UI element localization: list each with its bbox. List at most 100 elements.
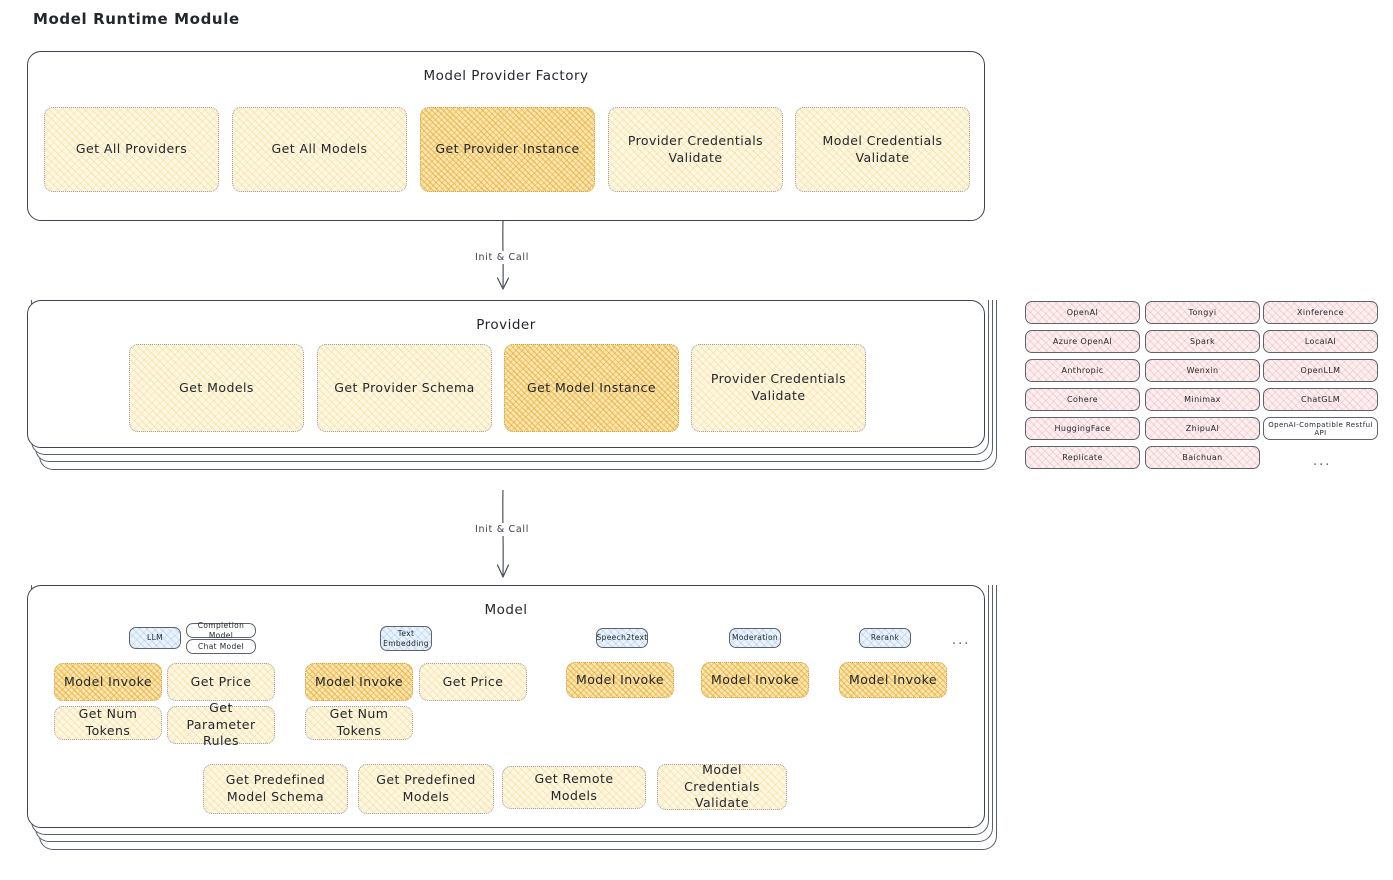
provider-chip-chatglm[interactable]: ChatGLM [1263, 388, 1378, 411]
provider-chip-label: ChatGLM [1300, 395, 1341, 404]
provider-chip-label: Baichuan [1182, 453, 1223, 462]
node-label: Provider Credentials Validate [710, 371, 847, 403]
node-model-credentials-validate-factory[interactable]: Model Credentials Validate [795, 107, 970, 192]
provider-chip-openai-compatible-restful-api[interactable]: OpenAI-Compatible Restful API [1263, 417, 1378, 440]
panel-title-provider: Provider [476, 317, 536, 333]
node-label: Get Remote Models [534, 770, 614, 803]
provider-chip-label: OpenAI-Compatible Restful API [1268, 420, 1373, 437]
node-get-predefined-model-schema[interactable]: Get Predefined Model Schema [203, 764, 348, 814]
node-get-remote-models[interactable]: Get Remote Models [502, 766, 646, 809]
provider-chip-label: Anthropic [1061, 366, 1104, 375]
node-label: Model Credentials Validate [822, 132, 943, 165]
node-get-provider-instance[interactable]: Get Provider Instance [420, 107, 595, 192]
node-get-model-instance[interactable]: Get Model Instance [504, 344, 679, 432]
connector-provider-to-model [492, 490, 514, 584]
node-moderation-model-invoke[interactable]: Model Invoke [701, 662, 809, 698]
node-speech2text-model-invoke[interactable]: Model Invoke [566, 662, 674, 698]
model-sub-badge-completion-model[interactable]: Completion Model [186, 621, 256, 640]
provider-chip-azure-openai[interactable]: Azure OpenAI [1025, 330, 1140, 353]
provider-chip-label: Spark [1190, 337, 1215, 346]
model-type-badge-moderation[interactable]: Moderation [729, 628, 781, 648]
node-label: Get Num Tokens [329, 706, 389, 738]
provider-chip-tongyi[interactable]: Tongyi [1145, 301, 1260, 324]
provider-chip-label: Tongyi [1188, 308, 1217, 317]
node-provider-credentials-validate[interactable]: Provider Credentials Validate [691, 344, 866, 432]
node-label: Get Parameter Rules [186, 699, 256, 749]
node-label: Get All Providers [75, 141, 188, 157]
model-type-badge-rerank[interactable]: Rerank [859, 628, 911, 648]
node-label: Get Provider Schema [334, 379, 475, 395]
node-llm-get-parameter-rules[interactable]: Get Parameter Rules [167, 700, 275, 748]
provider-chip-label: Wenxin [1186, 366, 1219, 375]
node-label: Get All Models [271, 141, 368, 157]
node-label: Get Model Instance [526, 379, 657, 395]
badge-label: Chat Model [198, 641, 244, 651]
node-label: Model Invoke [848, 671, 938, 687]
node-model-credentials-validate[interactable]: Model Credentials Validate [657, 761, 787, 811]
node-label: Get Provider Instance [435, 141, 580, 157]
panel-title-model: Model [484, 602, 528, 618]
node-label: Get Price [442, 673, 504, 689]
provider-chip-label: Azure OpenAI [1052, 337, 1113, 346]
node-text-embedding-model-invoke[interactable]: Model Invoke [305, 663, 413, 701]
provider-chip-openllm[interactable]: OpenLLM [1263, 359, 1378, 382]
badge-label: Rerank [870, 633, 900, 643]
provider-chip-label: LocalAI [1304, 337, 1337, 346]
connector-label-init-and-call-2: Init & Call [471, 523, 534, 536]
badge-label: Moderation [732, 633, 778, 643]
provider-chip-baichuan[interactable]: Baichuan [1145, 446, 1260, 469]
provider-chip-label: Cohere [1067, 395, 1098, 404]
node-get-all-models[interactable]: Get All Models [232, 107, 407, 192]
provider-chip-anthropic[interactable]: Anthropic [1025, 359, 1140, 382]
badge-label: LLM [147, 633, 163, 643]
model-types-ellipsis: ... [952, 633, 971, 648]
node-text-embedding-get-price[interactable]: Get Price [419, 663, 527, 701]
connector-label-init-and-call-1: Init & Call [471, 251, 534, 264]
node-label: Get Models [179, 379, 254, 395]
node-llm-get-num-tokens[interactable]: Get Num Tokens [54, 706, 162, 740]
provider-chip-label: OpenAI [1066, 308, 1099, 317]
provider-chip-openai[interactable]: OpenAI [1025, 301, 1140, 324]
node-get-all-providers[interactable]: Get All Providers [44, 107, 219, 192]
badge-label: Speech2text [596, 633, 648, 643]
provider-chip-replicate[interactable]: Replicate [1025, 446, 1140, 469]
model-type-badge-llm[interactable]: LLM [129, 627, 181, 649]
node-label: Model Invoke [710, 671, 800, 687]
provider-chip-label: Minimax [1184, 395, 1221, 404]
provider-chip-spark[interactable]: Spark [1145, 330, 1260, 353]
model-type-badge-text-embedding[interactable]: Text Embedding [380, 626, 432, 651]
node-label: Get Price [190, 673, 252, 689]
badge-label: Text Embedding [383, 629, 429, 648]
provider-chip-minimax[interactable]: Minimax [1145, 388, 1260, 411]
provider-chip-xinference[interactable]: Xinference [1263, 301, 1378, 324]
provider-chip-label: ZhipuAI [1185, 424, 1220, 433]
node-provider-credentials-validate-factory[interactable]: Provider Credentials Validate [608, 107, 783, 192]
node-label: Model Invoke [63, 673, 153, 689]
node-label: Provider Credentials Validate [627, 132, 764, 165]
node-text-embedding-get-num-tokens[interactable]: Get Num Tokens [305, 706, 413, 740]
provider-chip-localai[interactable]: LocalAI [1263, 330, 1378, 353]
node-label: Get Predefined Models [376, 772, 476, 804]
node-label: Get Num Tokens [78, 706, 138, 738]
model-type-badge-speech2text[interactable]: Speech2text [596, 628, 648, 648]
provider-chip-label: Xinference [1297, 308, 1344, 317]
node-label: Model Invoke [314, 673, 404, 689]
provider-list-ellipsis: ... [1313, 454, 1332, 469]
node-get-models[interactable]: Get Models [129, 344, 304, 432]
provider-chip-label: HuggingFace [1054, 424, 1111, 433]
provider-chip-wenxin[interactable]: Wenxin [1145, 359, 1260, 382]
provider-chip-cohere[interactable]: Cohere [1025, 388, 1140, 411]
provider-chip-huggingface[interactable]: HuggingFace [1025, 417, 1140, 440]
panel-title-model-provider-factory: Model Provider Factory [423, 68, 589, 84]
provider-chip-zhipuai[interactable]: ZhipuAI [1145, 417, 1260, 440]
node-get-provider-schema[interactable]: Get Provider Schema [317, 344, 492, 432]
node-llm-model-invoke[interactable]: Model Invoke [54, 663, 162, 701]
node-label: Model Invoke [575, 671, 665, 687]
node-get-predefined-models[interactable]: Get Predefined Models [358, 764, 494, 814]
node-rerank-model-invoke[interactable]: Model Invoke [839, 662, 947, 698]
node-label: Get Predefined Model Schema [225, 772, 326, 804]
model-sub-badge-chat-model[interactable]: Chat Model [186, 639, 256, 654]
page-title: Model Runtime Module [33, 10, 240, 28]
node-llm-get-price[interactable]: Get Price [167, 663, 275, 701]
node-label: Model Credentials Validate [684, 761, 760, 811]
